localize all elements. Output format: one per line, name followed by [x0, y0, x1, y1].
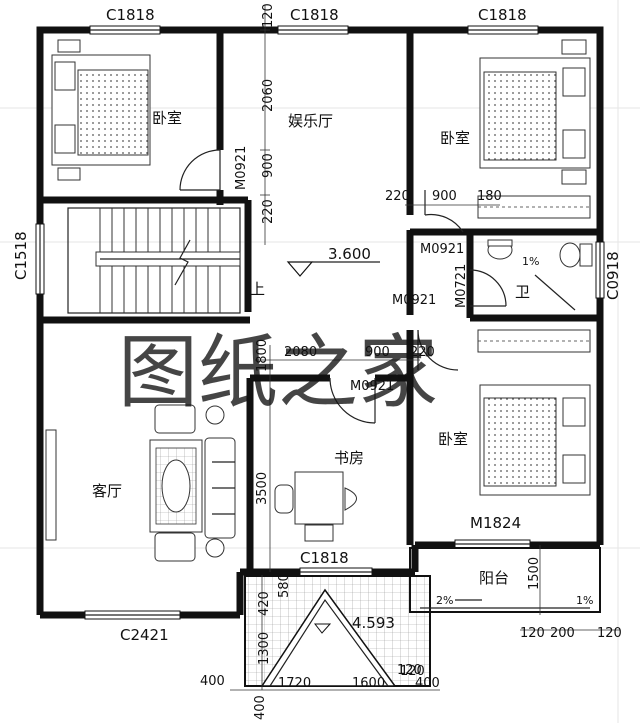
bed-se — [479, 384, 591, 496]
dim-120-b: 120 — [400, 664, 425, 679]
terrace — [244, 575, 431, 687]
room-living: 客厅 — [92, 482, 122, 500]
staircase — [67, 207, 241, 314]
doors — [179, 149, 507, 424]
dim-120-r2: 120 — [597, 626, 622, 641]
room-bathroom: 卫 — [515, 283, 530, 301]
window-label-study: C1818 — [300, 549, 349, 567]
dim-1300: 1300 — [257, 632, 272, 665]
dim-220-v: 220 — [261, 199, 276, 224]
bed-ne — [479, 39, 591, 185]
window-label-top-mid: C1818 — [290, 6, 339, 24]
dim-1500: 1500 — [527, 557, 542, 590]
dim-120-r1: 120 — [520, 626, 545, 641]
dim-1800-v: 1800 — [255, 339, 270, 372]
dim-2080: 2080 — [284, 345, 317, 360]
dim-220-b: 220 — [410, 345, 435, 360]
room-balcony: 阳台 — [479, 569, 509, 587]
dim-2060: 2060 — [261, 79, 276, 112]
slope-balcony-left: 2% — [436, 594, 453, 607]
balcony — [409, 547, 601, 613]
dimension-lines — [230, 5, 620, 691]
window-label-right: C0918 — [604, 251, 622, 300]
dim-200: 200 — [550, 626, 575, 641]
dim-400-r: 400 — [415, 676, 440, 691]
room-bedroom-ne: 卧室 — [440, 129, 470, 147]
dim-420: 420 — [257, 591, 272, 616]
dim-1600: 1600 — [352, 676, 385, 691]
bed-nw — [51, 39, 151, 181]
door-label-m0921-a: M0921 — [420, 242, 464, 257]
door-label-m0921-b: M0921 — [392, 293, 436, 308]
dim-1720: 1720 — [278, 676, 311, 691]
slope-balcony-right: 1% — [576, 594, 593, 607]
dim-400-l: 400 — [200, 674, 225, 689]
room-entertainment: 娱乐厅 — [288, 112, 333, 130]
dim-900-b: 900 — [365, 345, 390, 360]
dim-3500: 3500 — [255, 472, 270, 505]
level-marker — [286, 261, 314, 277]
slope-bath: 1% — [522, 255, 539, 268]
door-label-m0921-study: M0921 — [350, 379, 394, 394]
door-label-m1824: M1824 — [470, 514, 521, 532]
dim-180: 180 — [477, 189, 502, 204]
window-label-top-right: C1818 — [478, 6, 527, 24]
watermark: 图纸之家 — [118, 326, 438, 419]
window-label-living: C2421 — [120, 626, 169, 644]
dim-580: 580 — [277, 573, 292, 598]
window-label-left: C1518 — [12, 231, 30, 280]
dim-120-r3: 120 — [397, 663, 422, 678]
room-bedroom-nw: 卧室 — [152, 109, 182, 127]
room-bedroom-se: 卧室 — [438, 430, 468, 448]
door-label-m0921-v: M0921 — [234, 146, 249, 190]
level-terrace: 4.593 — [352, 614, 395, 632]
level-floor: 3.600 — [328, 245, 371, 263]
window-label-top-left: C1818 — [106, 6, 155, 24]
dim-120-top: 120 — [261, 3, 276, 28]
stair-up-label: 上 — [250, 280, 265, 298]
wardrobes — [477, 195, 591, 353]
dim-400-bottom: 400 — [253, 695, 268, 720]
bath-fixtures — [487, 239, 593, 311]
study-furniture — [274, 471, 357, 542]
room-study: 书房 — [334, 449, 364, 467]
living-furniture — [45, 404, 236, 562]
dim-900-a: 900 — [432, 189, 457, 204]
dim-220-a: 220 — [385, 189, 410, 204]
door-label-m0721: M0721 — [454, 264, 469, 308]
dim-900-v: 900 — [261, 153, 276, 178]
